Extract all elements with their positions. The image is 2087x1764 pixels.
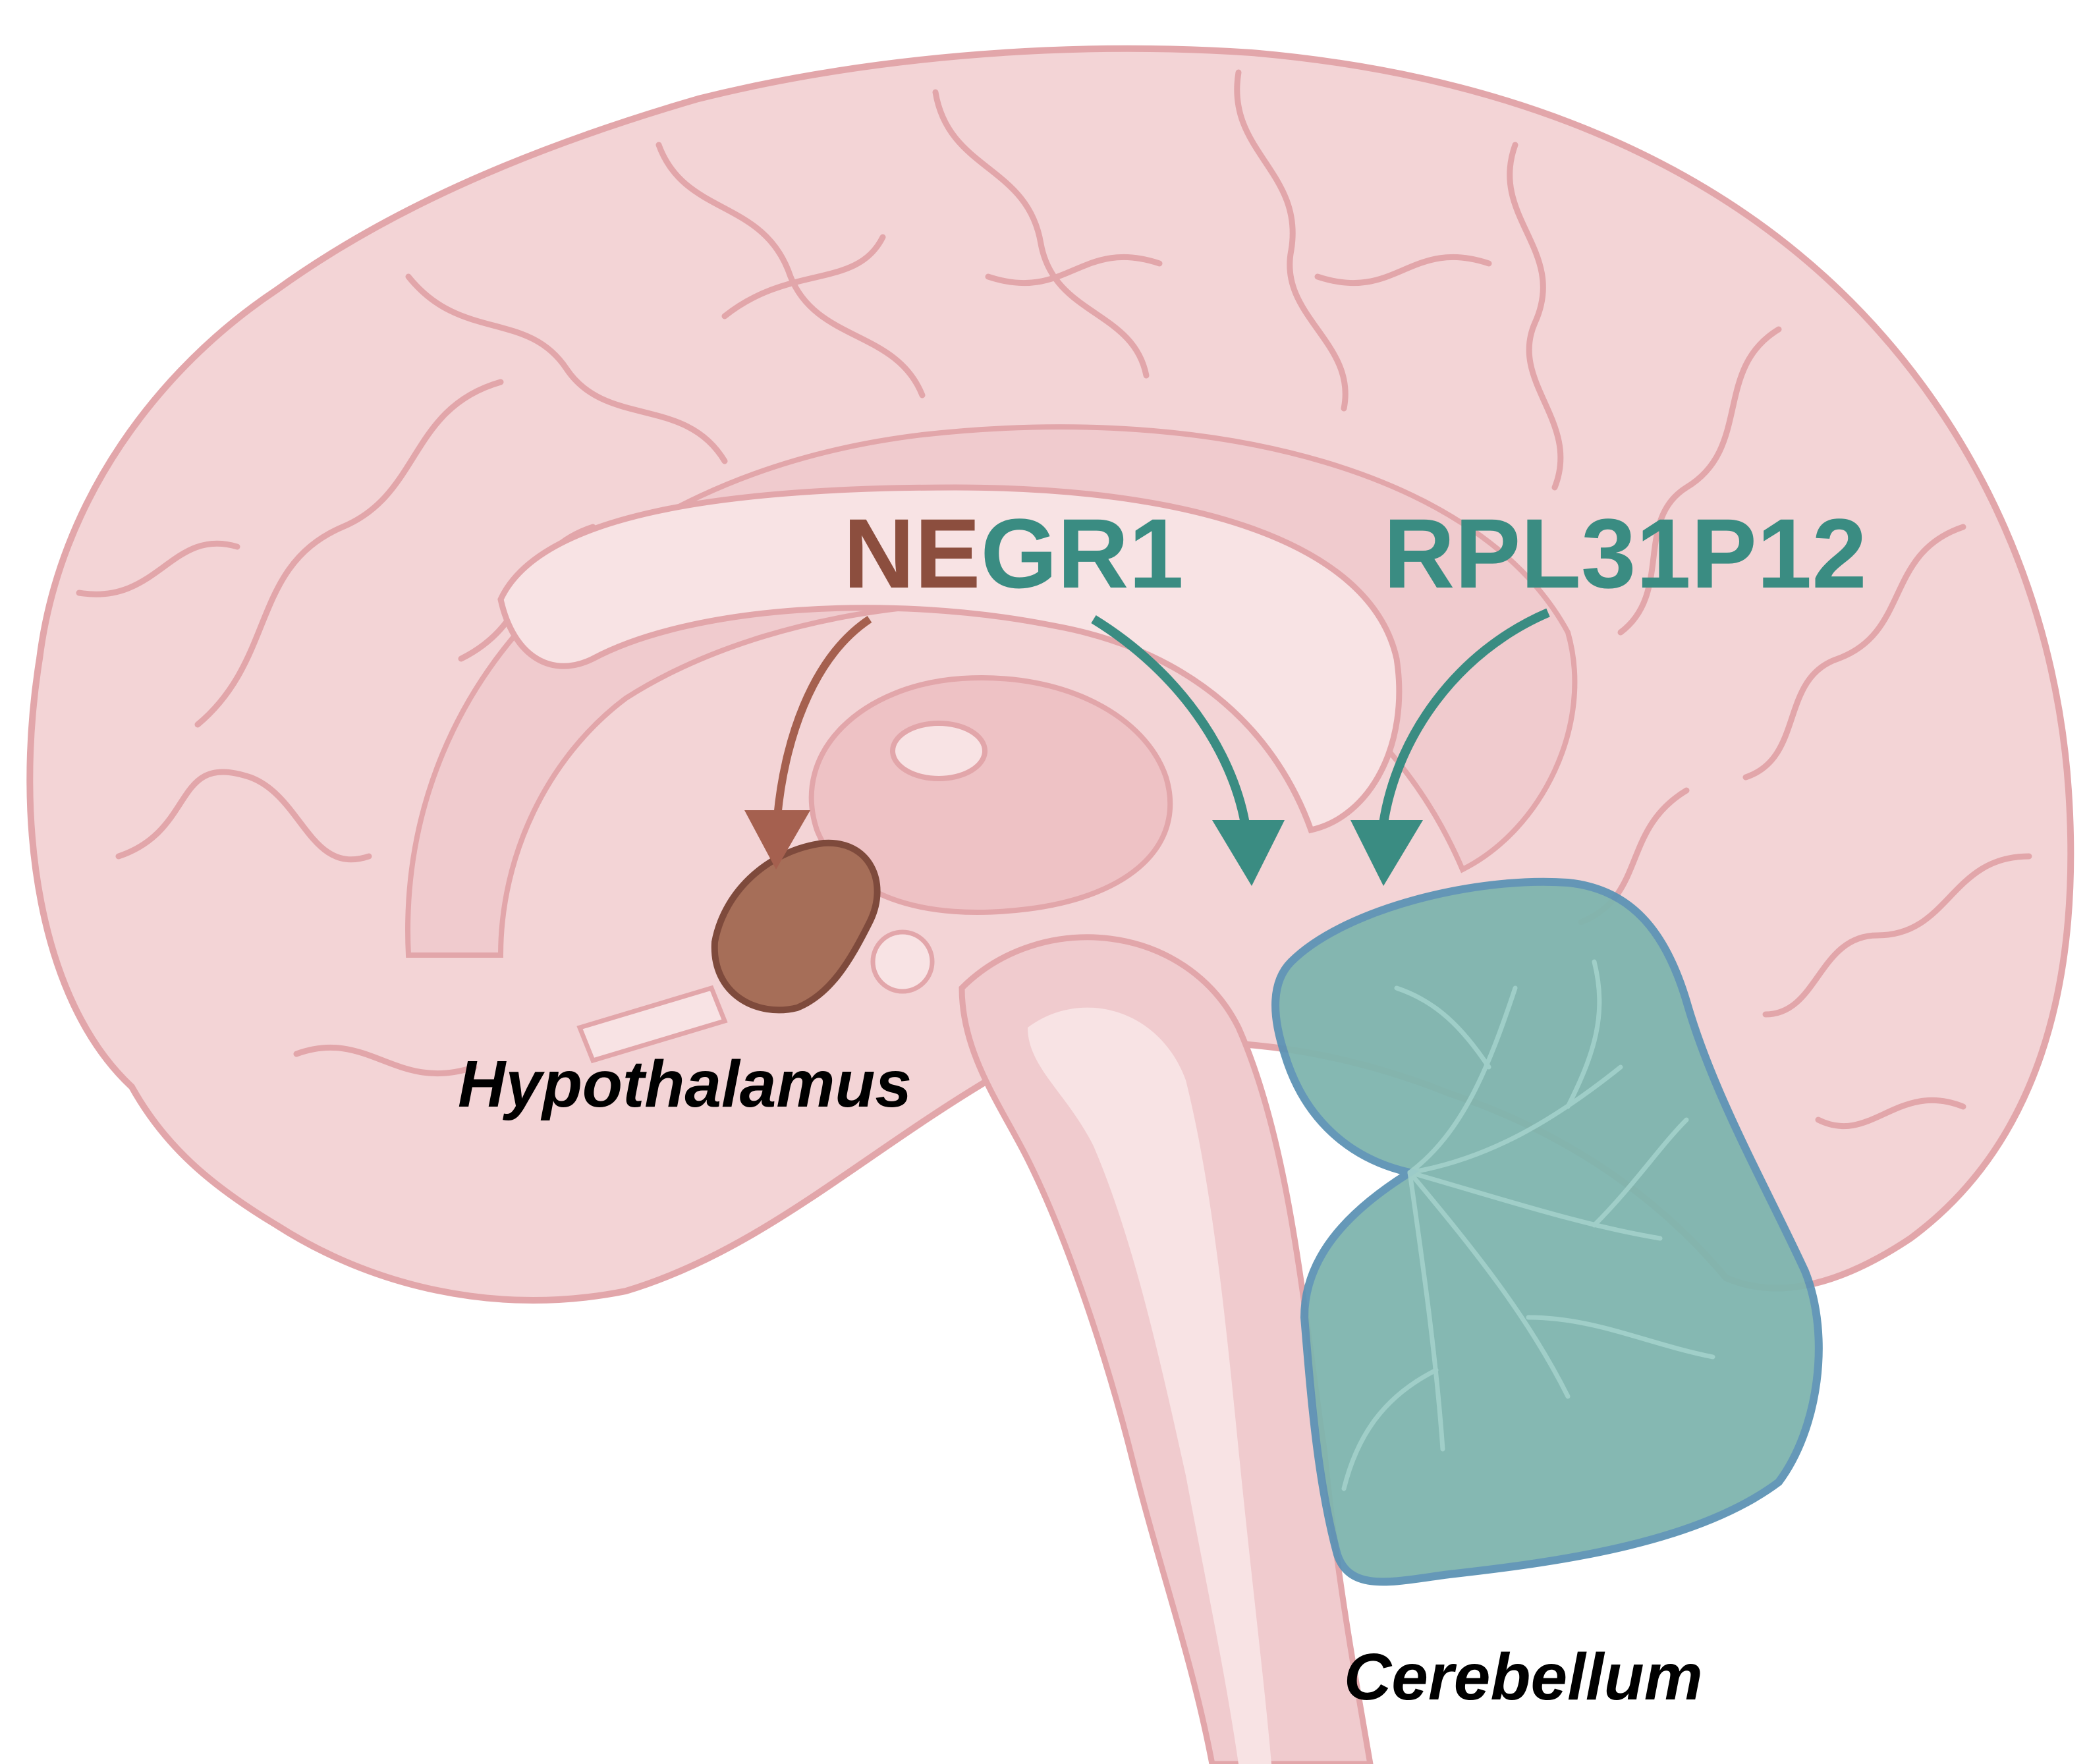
negr1-to-hypothalamus-arrowhead: [744, 810, 810, 869]
negr1-label-gr1: GR1: [980, 498, 1183, 609]
fornix: [576, 985, 728, 1064]
gyri-folds: [76, 69, 2032, 1130]
negr1-to-cerebellum-arrowhead: [1212, 820, 1285, 886]
hypothalamus: [711, 839, 881, 1014]
arbor-vitae: [1341, 959, 1715, 1491]
negr1-label-ne: NE: [843, 498, 980, 609]
negr1-to-cerebellum-arrow: [1091, 615, 1250, 825]
cerebellum-label: Cerebellum: [1344, 1640, 1703, 1714]
negr1-to-hypothalamus-arrow: [773, 616, 872, 817]
interthalamic-adhesion: [890, 721, 988, 781]
hypothalamus-label: Hypothalamus: [458, 1047, 912, 1121]
pituitary: [870, 929, 935, 994]
negr1-label: NEGR1: [843, 498, 1184, 609]
rpl31p12-to-cerebellum-arrowhead: [1350, 820, 1423, 886]
corpus-callosum: [497, 484, 1403, 834]
brainstem-inner: [1028, 1007, 1271, 1764]
rpl31p12-label: RPL31P12: [1383, 498, 1867, 609]
rpl31p12-to-cerebellum-arrow: [1379, 608, 1550, 825]
